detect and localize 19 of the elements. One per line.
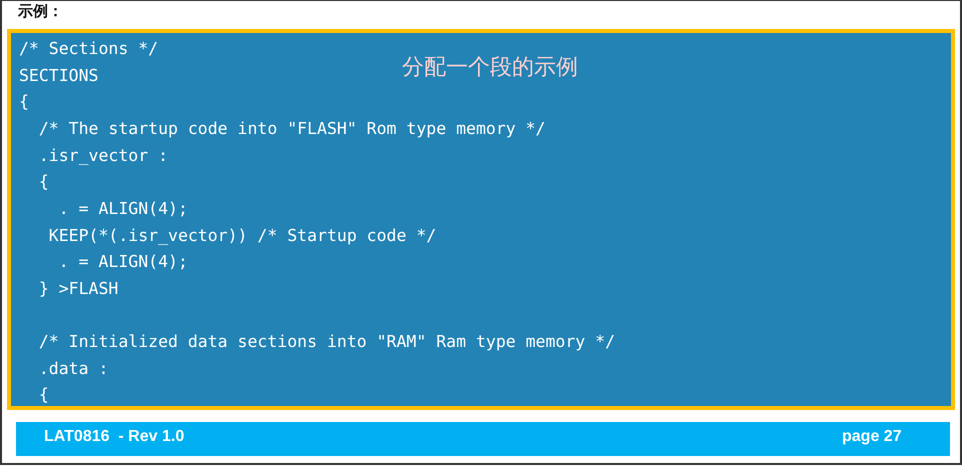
code-line: /* Initialized data sections into "RAM" Ram type memory */ (38, 332, 616, 352)
code-line: /* The startup code into "FLASH" Rom type memory */ (38, 119, 546, 139)
code-line: . = ALIGN(4); (58, 252, 188, 272)
annotation: 分配一个段的示例 (402, 53, 578, 81)
code-line: . = ALIGN(4); (58, 199, 188, 219)
code-panel (7, 29, 955, 410)
heading: 示例： (18, 2, 63, 21)
code-line: /* Sections */ (19, 39, 158, 59)
code-line: KEEP(*(.isr_vector)) /* Startup code */ (48, 226, 436, 246)
document-id: LAT0816 - Rev 1.0 (44, 428, 184, 446)
footer-bar (16, 422, 950, 456)
code-line: { (19, 92, 29, 112)
code-line: } >FLASH (38, 279, 118, 299)
page-number: page 27 (842, 428, 902, 446)
code-line: { (38, 172, 49, 192)
code-line: { (38, 385, 49, 405)
code-line: SECTIONS (19, 66, 98, 86)
code-line: .data : (38, 359, 108, 379)
code-line: .isr_vector : (38, 146, 168, 166)
